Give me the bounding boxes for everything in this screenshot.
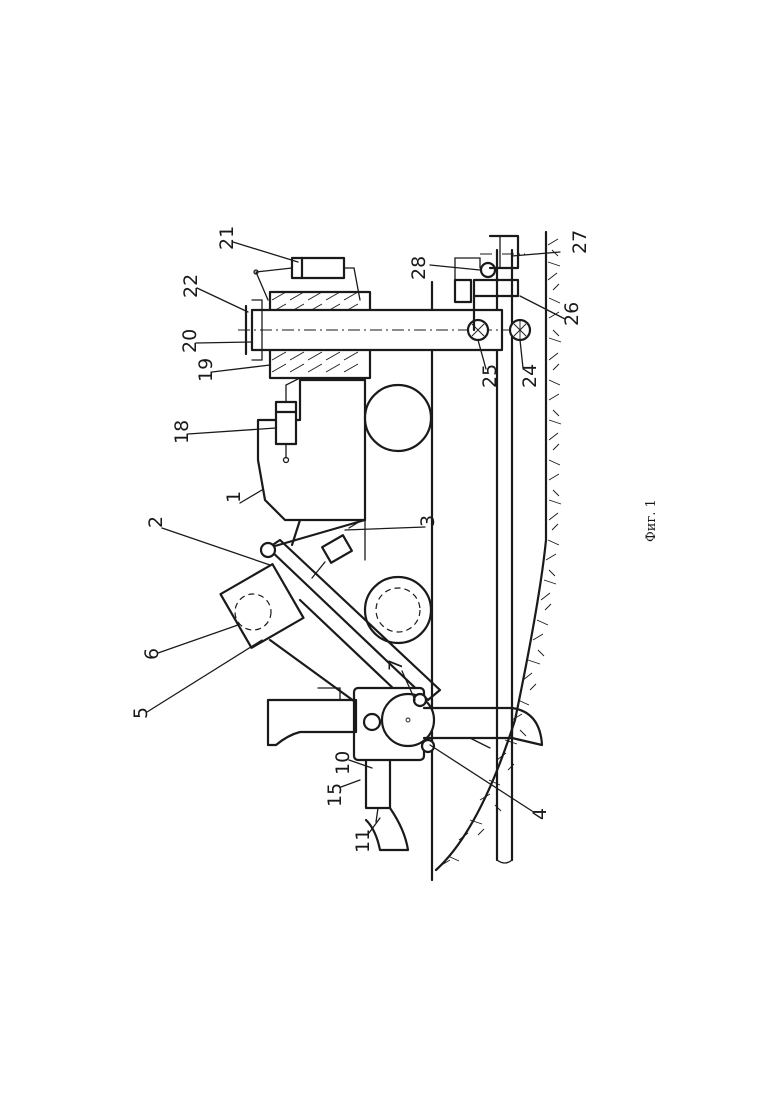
label-24: 24: [519, 364, 541, 388]
label-25: 25: [479, 364, 501, 388]
label-7: 7: [385, 659, 407, 671]
label-20: 20: [179, 329, 201, 353]
label-26: 26: [561, 302, 583, 326]
tracks: [365, 385, 431, 643]
figure-caption: Фиг. 1: [644, 499, 659, 542]
label-4: 4: [529, 808, 551, 820]
body-1: [258, 380, 365, 520]
label-6: 6: [141, 648, 163, 660]
cylinder-18: [276, 378, 300, 463]
label-27: 27: [569, 230, 591, 254]
label-21: 21: [216, 226, 238, 250]
label-11: 11: [352, 829, 374, 853]
label-18: 18: [171, 420, 193, 444]
rotor: [354, 688, 434, 760]
label-19: 19: [195, 358, 217, 382]
label-10: 10: [332, 751, 354, 775]
label-15: 15: [324, 783, 346, 807]
label-3: 3: [417, 515, 439, 527]
label-1: 1: [223, 491, 245, 503]
label-5: 5: [130, 707, 152, 719]
label-28: 28: [408, 256, 430, 280]
label-2: 2: [145, 516, 167, 528]
label-22: 22: [180, 274, 202, 298]
